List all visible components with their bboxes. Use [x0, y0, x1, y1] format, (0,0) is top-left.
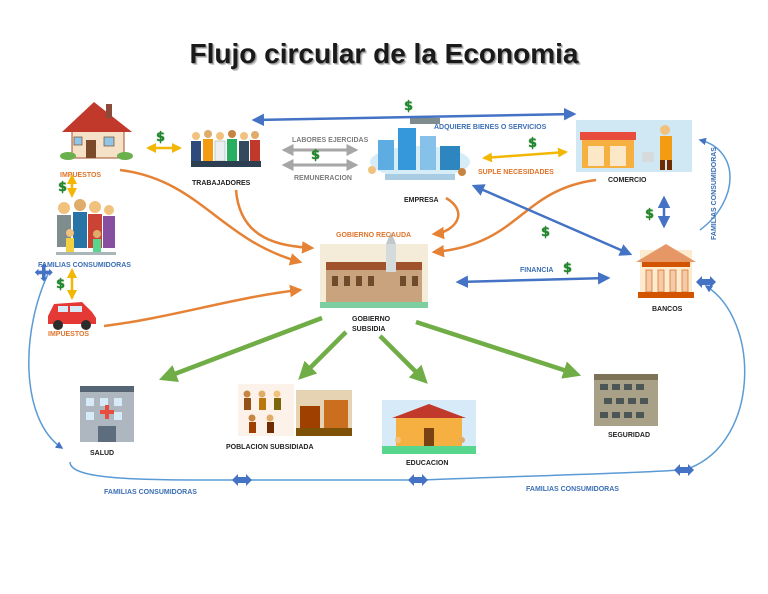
label-adquiere-bienes: ADQUIERE BIENES O SERVICIOS [434, 124, 547, 131]
label-familias-consumidoras-left: FAMILIAS CONSUMIDORAS [38, 262, 131, 269]
flow-subsidy-health [158, 315, 323, 382]
flow-workers-to-government [234, 189, 315, 254]
family-icon [56, 199, 116, 255]
label-familias-consumidoras-bottom-right: FAMILIAS CONSUMIDORAS [526, 486, 619, 493]
label-remuneracion: REMUNERACION [294, 175, 352, 182]
money-icon: $ [58, 180, 68, 195]
flow-company-commerce [482, 147, 568, 163]
flow-family-bottom [69, 461, 681, 481]
label-educacion: EDUCACION [406, 460, 449, 467]
flow-subsidy-education [378, 334, 428, 384]
flow-financia [455, 272, 611, 288]
flow-subsidy-security [415, 319, 582, 379]
money-icon: $ [563, 261, 573, 276]
flow-adquiere-bienes [251, 107, 577, 127]
flow-family-right-loop [689, 285, 746, 469]
label-suple-necesidades: SUPLE NECESIDADES [478, 169, 554, 176]
bank-icon [636, 244, 696, 298]
label-familias-consumidoras-vertical: FAMILIAS CONSUMIDORAS [710, 147, 718, 240]
flow-company-bank [471, 184, 633, 256]
store-icon [576, 120, 692, 172]
money-icon: $ [311, 148, 321, 163]
page-title: Flujo circular de la Economia [189, 38, 579, 69]
money-icon: $ [645, 207, 655, 222]
label-labores-ejercidas: LABORES EJERCIDAS [292, 137, 369, 144]
label-familias-consumidoras-bottom-left: FAMILIAS CONSUMIDORAS [104, 489, 197, 496]
label-comercio: COMERCIO [608, 177, 647, 184]
label-subsidia: SUBSIDIA [352, 326, 386, 333]
government-building-icon [320, 232, 428, 308]
money-icon: $ [404, 99, 414, 114]
flow-car-to-government [103, 284, 303, 328]
flow-family-top-right [698, 137, 731, 231]
hospital-icon [80, 386, 134, 442]
label-financia: FINANCIA [520, 267, 554, 274]
label-impuestos-top: IMPUESTOS [60, 172, 102, 179]
workers-icon [188, 126, 262, 170]
label-gobierno-recauda: GOBIERNO RECAUDA [336, 232, 412, 239]
label-gobierno: GOBIERNO [352, 316, 391, 323]
flow-houses-to-government [119, 168, 303, 266]
security-icon [594, 374, 658, 426]
money-icon: $ [56, 277, 66, 292]
money-icon: $ [541, 225, 551, 240]
junction-arrows [34, 263, 716, 486]
flow-subsidy-population [298, 330, 348, 380]
house-icon [60, 102, 133, 160]
company-icon [368, 118, 470, 180]
label-bancos: BANCOS [652, 306, 683, 313]
money-icon: $ [156, 130, 166, 145]
label-poblacion-subsidiada: POBLACION SUBSIDIADA [226, 444, 314, 451]
label-seguridad: SEGURIDAD [608, 432, 651, 439]
subsidized-population-icon [238, 384, 352, 436]
money-icon: $ [528, 136, 538, 151]
label-trabajadores: TRABAJADORES [192, 180, 251, 187]
flow-company-to-government [431, 196, 460, 240]
label-empresa: EMPRESA [404, 197, 439, 204]
label-salud: SALUD [90, 450, 115, 457]
label-impuestos-bottom: IMPUESTOS [48, 331, 90, 338]
car-icon [48, 302, 96, 330]
flow-family-left-loop [28, 269, 64, 449]
school-icon [382, 400, 476, 454]
